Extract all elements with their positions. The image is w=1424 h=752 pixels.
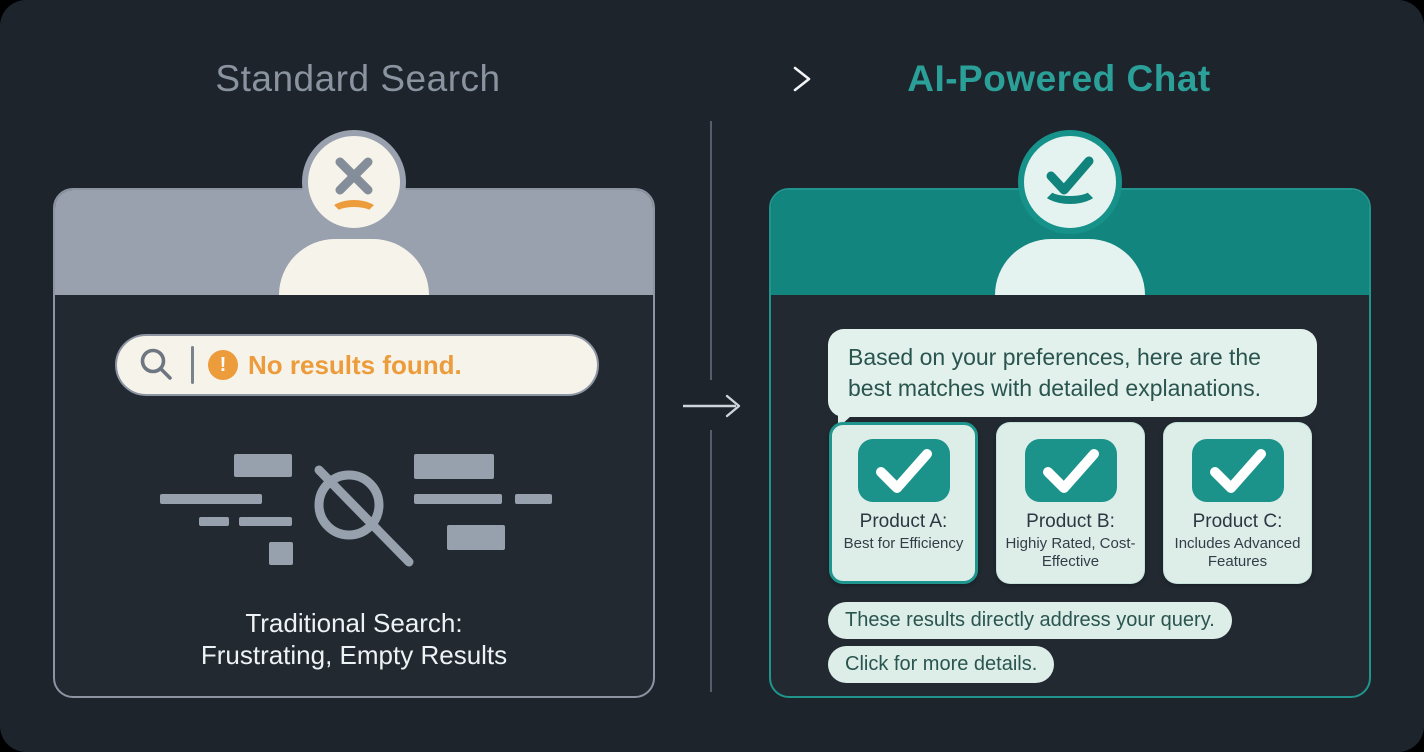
product-title: Product A: [859,511,948,532]
product-subtitle: Best for Efficiency [843,535,964,552]
caption-line-1: Traditional Search: [245,608,463,638]
followup-bubble[interactable]: Click for more details. [828,646,1055,683]
product-title: Product C: [1192,511,1283,532]
product-title: Product B: [1026,511,1115,532]
warning-glyph: ! [219,353,227,376]
left-caption: Traditional Search: Frustrating, Empty R… [55,608,653,671]
search-input[interactable]: ! No results found. [115,334,599,396]
arrow-right-icon [607,66,811,92]
avatar-head [302,130,406,234]
standard-search-panel: ! No results found. Traditional [53,130,655,698]
divider-line [710,430,712,692]
x-icon [335,157,373,195]
standard-search-title: Standard Search [215,58,501,99]
chat-message-bubble: Based on your preferences, here are the … [828,329,1317,428]
product-subtitle: Highiy Rated, Cost-Effective [1005,535,1136,570]
product-card-c[interactable]: Product C: Includes Advanced Features [1163,422,1312,584]
text-cursor [191,346,194,384]
arrow-right-icon [683,394,741,418]
avatar-body [995,239,1145,295]
avatar-head [1018,130,1122,234]
ai-powered-chat-title: AI-Powered Chat [907,58,1211,99]
product-card-b[interactable]: Product B: Highiy Rated, Cost-Effective [996,422,1145,584]
followup-bubble: These results directly address your quer… [828,602,1232,639]
smile-icon [1041,174,1099,204]
divider-line [710,121,712,380]
product-subtitle: Includes Advanced Features [1174,535,1301,570]
chat-message-text: Based on your preferences, here are the … [848,344,1261,401]
check-icon [857,439,950,502]
check-icon [1191,439,1284,502]
crossed-search-icon [314,465,414,567]
check-icon [1024,439,1117,502]
no-results-message: No results found. [248,349,462,380]
product-card-a[interactable]: Product A: Best for Efficiency [829,422,978,584]
ai-chat-panel: Based on your preferences, here are the … [769,130,1371,698]
no-results-illustration [160,454,552,567]
search-icon [140,348,172,380]
product-results-row: Product A: Best for Efficiency Product B… [829,422,1312,584]
avatar-body [279,239,429,295]
frown-icon [329,200,379,226]
caption-line-2: Frustrating, Empty Results [200,639,508,670]
warning-icon: ! [208,350,238,380]
